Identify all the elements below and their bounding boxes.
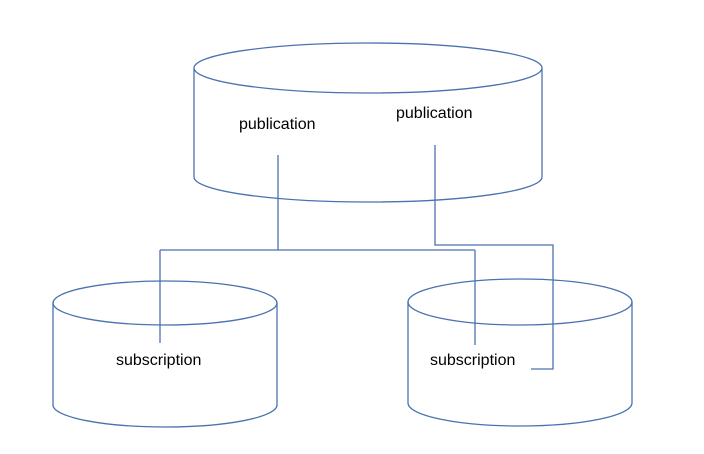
- subscription-label-right: subscription: [430, 352, 516, 369]
- connector-publication-right: [434, 145, 554, 370]
- subscription-label-left: subscription: [116, 352, 202, 369]
- publisher-cylinder: [193, 42, 543, 203]
- subscriber-cylinder-left: [52, 280, 278, 428]
- publication-label-right: publication: [396, 105, 473, 122]
- subscriber-cylinder-right: [407, 278, 633, 427]
- publication-label-left: publication: [239, 116, 316, 133]
- connector-publication-left: [159, 155, 476, 345]
